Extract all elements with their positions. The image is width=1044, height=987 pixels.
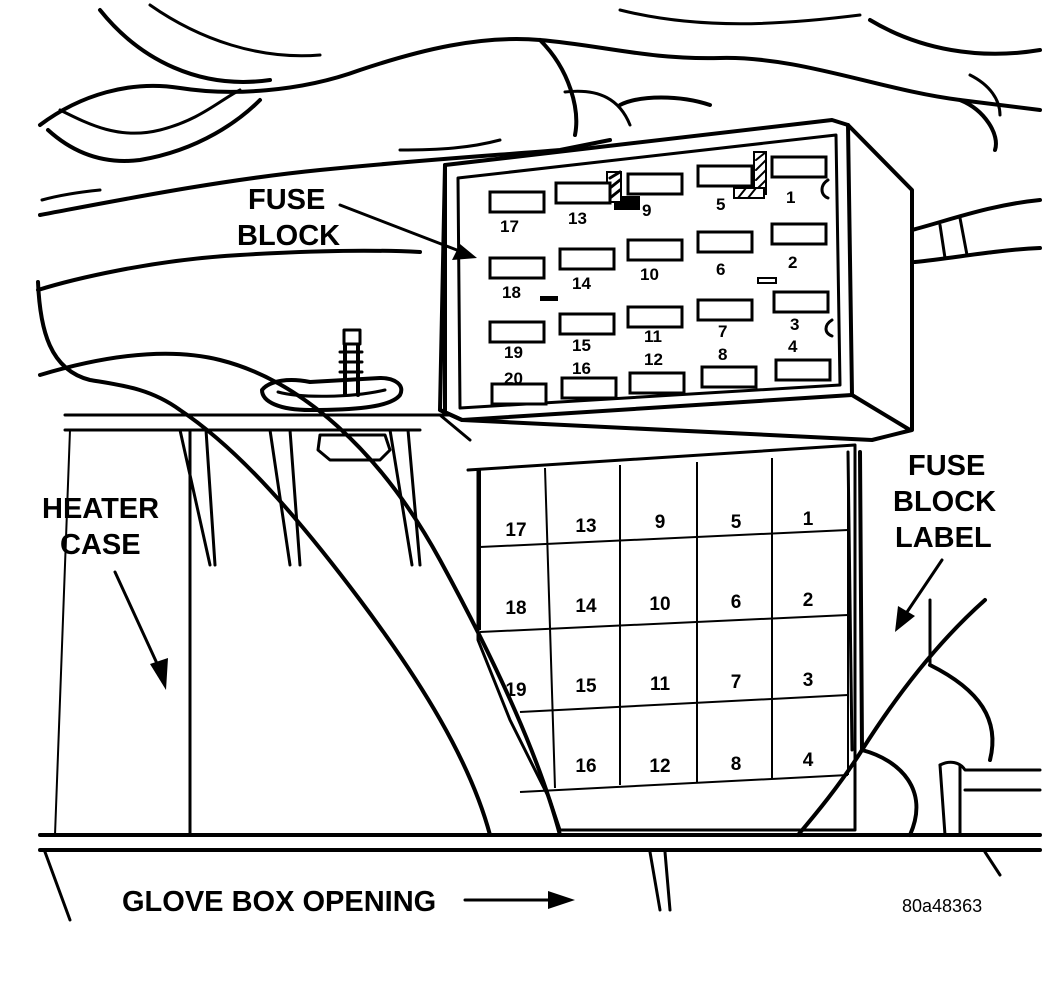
fuse-slot-3 [772,290,830,314]
label-grid-number-16: 16 [575,756,596,777]
label-fuse-block-label: FUSE BLOCK LABEL [893,450,996,632]
fuse-number-8: 8 [718,345,727,364]
fuse-block-label-line2: BLOCK [237,220,340,252]
label-grid-number-11: 11 [650,674,671,695]
fuse-slot-8 [700,365,758,389]
grid-hline [519,694,849,713]
fuse-block-label-line1: FUSE [248,184,325,216]
heater-case-body [54,413,472,837]
grid-hline [519,774,849,793]
fuse-slot-10 [626,238,684,262]
fuse-slot-2 [770,222,828,246]
fuse-slots: 17 13 9 5 1 18 14 10 6 2 19 15 11 7 3 20 16 12 8 4 [488,155,832,406]
label-glove-box-opening: GLOVE BOX OPENING [122,886,575,918]
fuse-slot-15 [558,312,616,336]
label-heater-case: HEATER CASE [42,493,168,690]
label-grid-number-13: 13 [575,516,596,537]
label-grid-number-7: 7 [731,672,742,693]
label-grid-number-10: 10 [649,594,670,615]
figure-code: 80a48363 [902,896,982,916]
fuse-number-1: 1 [786,188,795,207]
fuse-number-16: 16 [572,359,591,378]
fuse-slot-11 [626,305,684,329]
fuse-number-11: 11 [644,327,662,346]
fuse-number-10: 10 [640,265,659,284]
label-grid-number-17: 17 [505,520,526,541]
grid-hline [479,529,849,548]
fuse-block-label-text-line1: FUSE [908,450,985,482]
label-grid-number-6: 6 [731,592,742,613]
label-grid-number-5: 5 [731,512,742,533]
fuse-slot-20 [490,382,548,406]
fuse-number-17: 17 [500,217,519,236]
fuse-number-15: 15 [572,336,591,355]
label-grid-number-9: 9 [655,512,666,533]
label-grid-number-15: 15 [575,676,597,697]
label-grid-number-18: 18 [505,598,526,619]
fuse-number-14: 14 [572,274,591,293]
label-grid-number-1: 1 [803,509,814,530]
heater-case-label-line2: CASE [60,529,141,561]
fuse-slot-12 [628,371,686,395]
label-grid: 17 13 9 5 1 18 14 10 6 2 19 15 11 7 3 16 12 8 4 [479,455,849,793]
label-grid-number-19: 19 [505,680,526,701]
fuse-slot-19 [488,320,546,344]
fuse-slot-6 [696,230,754,254]
label-grid-number-12: 12 [649,756,670,777]
arrow-head-fuse-block [452,244,477,260]
label-grid-number-3: 3 [803,670,814,691]
glove-box-opening-label: GLOVE BOX OPENING [122,886,436,918]
fuse-block-label-text-line3: LABEL [895,522,992,554]
fuse-slot-16 [560,376,618,400]
fuse-number-19: 19 [504,343,523,362]
fuse-slot-5 [696,164,754,188]
fuse-number-7: 7 [718,322,727,341]
fuse-number-13: 13 [568,209,587,228]
fuse-slot-1 [770,155,828,179]
fuse-number-5: 5 [716,195,725,214]
fuse-slot-17 [488,190,546,214]
arrow-head-glove-box [548,891,575,909]
fuse-number-12: 12 [644,350,663,369]
heater-case-label-line1: HEATER [42,493,159,525]
label-grid-number-8: 8 [731,754,742,775]
fuse-number-4: 4 [788,337,798,356]
fuse-number-20: 20 [504,369,523,388]
wiring-harness [36,3,1042,292]
label-grid-number-14: 14 [575,596,597,617]
fuse-slot-9 [626,172,684,196]
arrow-head-heater-case [150,658,168,690]
label-grid-number-4: 4 [803,750,814,771]
fuse-number-9: 9 [642,201,651,220]
fuse-slot-14 [558,247,616,271]
grid-hline [479,614,849,633]
fuse-slot-4 [774,358,832,382]
fuse-number-18: 18 [502,283,521,302]
glove-box-ledge [38,833,1042,922]
fuse-number-3: 3 [790,315,799,334]
fuse-slot-18 [488,256,546,280]
right-pipe [796,598,1042,837]
fuse-block-label-text-line2: BLOCK [893,486,996,518]
fuse-slot-13 [554,181,612,205]
label-grid-number-2: 2 [803,590,814,611]
fuse-slot-7 [696,298,754,322]
mounting-stud [260,328,472,462]
fuse-number-2: 2 [788,253,797,272]
fuse-number-6: 6 [716,260,725,279]
arrow-head-fuse-block-label [895,606,915,632]
label-fuse-block: FUSE BLOCK [237,184,477,260]
heater-duct [36,280,562,837]
